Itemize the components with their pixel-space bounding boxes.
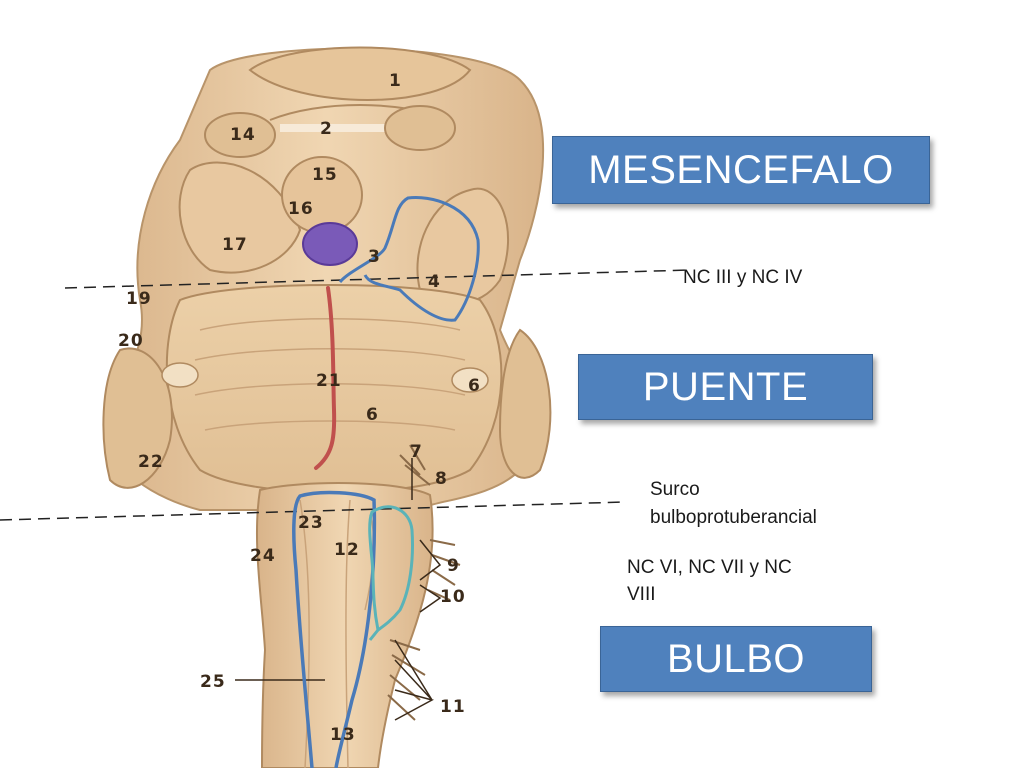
left-peduncle [178,161,302,274]
nc6-note-line1: NC VI, NC VII y NC [627,557,792,578]
label-24: 24 [250,546,276,566]
purple-marker [302,222,358,266]
label-1: 1 [389,71,402,91]
midbrain-pons-guide [64,269,691,289]
midbrain-outline [338,196,480,322]
medulla-outline [292,490,377,768]
pons-medulla-guide [0,501,626,521]
label-7: 7 [410,442,423,462]
puente-label: PUENTE [578,354,873,420]
label-8: 8 [435,469,448,489]
label-4: 4 [428,272,441,292]
label-10: 10 [440,587,466,607]
label-12: 12 [334,540,360,560]
left-eye-structure [204,112,276,158]
label-3: 3 [368,247,381,267]
label-2: 2 [320,119,333,139]
label-14: 14 [230,125,256,145]
label-6-right: 6 [468,376,481,396]
label-15: 15 [312,165,338,185]
label-6-center: 6 [366,405,379,425]
label-13: 13 [330,725,356,745]
label-17: 17 [222,235,248,255]
surco-note-line1: Surco [650,479,700,500]
label-16: 16 [288,199,314,219]
right-cerebellar-lobe [498,328,552,479]
label-23: 23 [298,513,324,533]
label-11: 11 [440,697,466,717]
label-19: 19 [126,289,152,309]
label-25: 25 [200,672,226,692]
superior-colliculus [248,46,472,101]
label-9: 9 [447,556,460,576]
nc-nucleus-outline [368,505,414,633]
mesencefalo-label: MESENCEFALO [552,136,930,204]
left-cerebellar-lobe [102,347,173,489]
basilar-line [314,286,337,470]
bulbo-label: BULBO [600,626,872,692]
label-22: 22 [138,452,164,472]
surco-note-line2: bulboprotuberancial [650,507,817,528]
right-eye-structure [384,105,456,151]
nc3-nc4-note: NC III y NC IV [683,267,803,288]
label-21: 21 [316,371,342,391]
label-20: 20 [118,331,144,351]
nc6-note-line2: VIII [627,584,656,605]
